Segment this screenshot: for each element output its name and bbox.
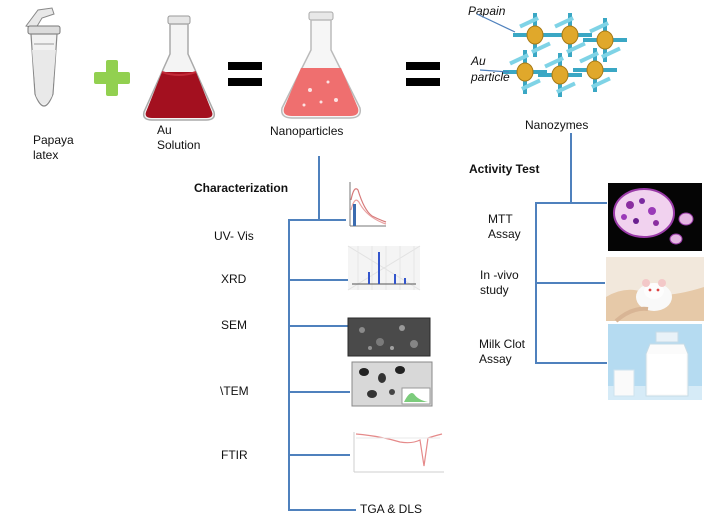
milk-jar-photo bbox=[608, 324, 702, 400]
connector-line bbox=[318, 156, 320, 220]
characterization-item-label: SEM bbox=[221, 318, 248, 332]
connector-line bbox=[570, 133, 572, 203]
cell-micrograph-photo bbox=[608, 183, 702, 251]
connector-line bbox=[288, 509, 356, 511]
connector-line bbox=[535, 282, 605, 284]
activity-item-label-2: study bbox=[480, 283, 509, 297]
characterization-item-label: UV- Vis bbox=[214, 229, 254, 243]
xrd-pattern-thumbnail bbox=[347, 245, 421, 291]
plus-icon bbox=[94, 60, 130, 96]
connector-line bbox=[288, 279, 350, 281]
activity-item-label-2: Assay bbox=[488, 227, 521, 241]
au-particle-label-1: Au bbox=[471, 54, 486, 68]
characterization-item-label: XRD bbox=[221, 272, 247, 286]
nanozymes-label: Nanozymes bbox=[525, 118, 589, 132]
mouse-in-hand-photo bbox=[606, 257, 704, 323]
connector-line bbox=[288, 454, 350, 456]
connector-line bbox=[288, 219, 346, 221]
tem-micrograph-thumbnail bbox=[351, 361, 433, 407]
characterization-item-label: TGA & DLS bbox=[360, 502, 423, 516]
connector-line bbox=[288, 391, 350, 393]
ftir-spectrum-thumbnail bbox=[350, 428, 446, 476]
activity-item-label-2: Assay bbox=[479, 352, 512, 366]
activity-item-label-1: In -vivo bbox=[480, 268, 519, 282]
au-solution-label-2: Solution bbox=[157, 138, 201, 152]
connector-line bbox=[535, 202, 607, 204]
au-particle-label-2: particle bbox=[471, 70, 510, 84]
equals-icon bbox=[406, 62, 440, 86]
characterization-heading: Characterization bbox=[194, 181, 289, 195]
au-solution-flask-icon bbox=[142, 15, 216, 121]
papaya-latex-label-1: Papaya bbox=[33, 133, 74, 147]
connector-line bbox=[535, 362, 607, 364]
activity-item-label-1: MTT bbox=[488, 212, 513, 226]
activity-item-label-1: Milk Clot bbox=[479, 337, 526, 351]
connector-line bbox=[288, 219, 290, 511]
equals-icon bbox=[228, 62, 262, 86]
nanoparticles-label: Nanoparticles bbox=[270, 124, 344, 138]
microcentrifuge-tube-icon bbox=[25, 7, 61, 107]
activity-test-heading: Activity Test bbox=[469, 162, 540, 176]
nanoparticles-flask-icon bbox=[280, 11, 362, 119]
nanozyme-cluster-icon bbox=[476, 12, 628, 98]
characterization-item-label: \TEM bbox=[220, 384, 249, 398]
papaya-latex-label-2: latex bbox=[33, 148, 59, 162]
connector-line bbox=[288, 325, 348, 327]
uv-vis-spectrum-thumbnail bbox=[346, 180, 388, 230]
au-solution-label-1: Au bbox=[157, 123, 172, 137]
characterization-item-label: FTIR bbox=[221, 448, 248, 462]
sem-micrograph-thumbnail bbox=[347, 317, 431, 357]
